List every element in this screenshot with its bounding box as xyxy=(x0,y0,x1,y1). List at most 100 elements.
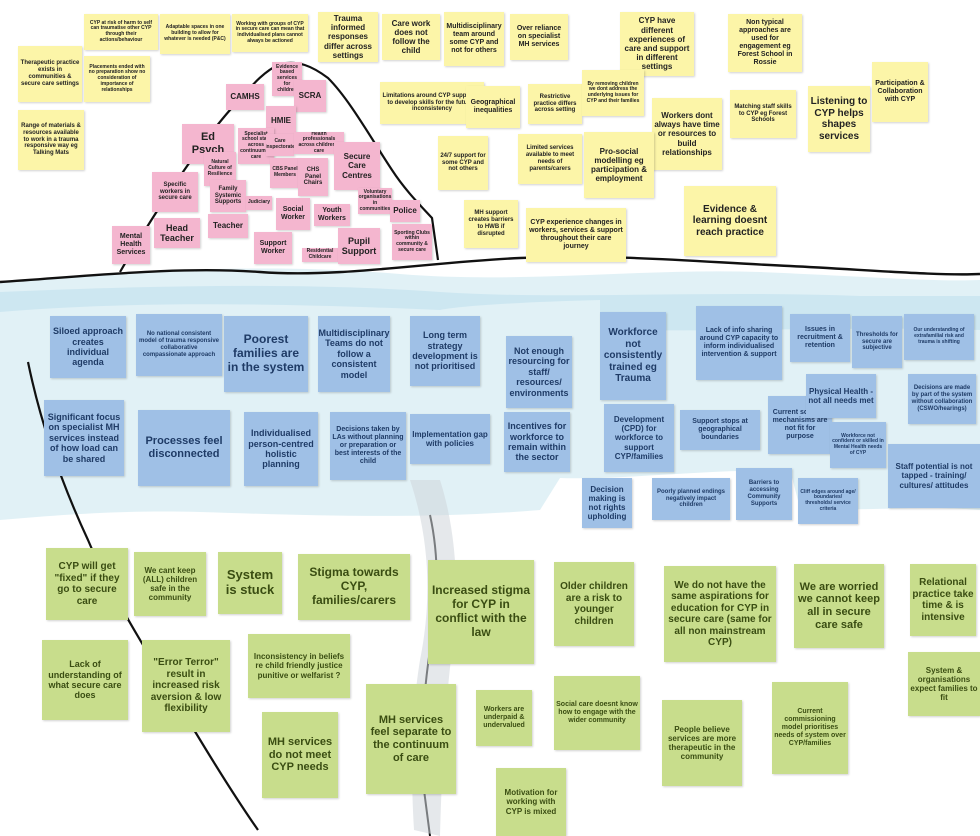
mindset-note-worried-secure[interactable]: We are worried we cannot keep all in sec… xyxy=(794,564,884,648)
surface-note-evidence-learning[interactable]: Evidence & learning doesnt reach practic… xyxy=(684,186,776,256)
structural-note-workforce-not-confident[interactable]: Workforce not confident or skilled in Me… xyxy=(830,422,886,468)
agency-note-mental-health-services[interactable]: Mental Health Services xyxy=(112,226,150,264)
surface-note-pro-social-modelling[interactable]: Pro-social modelling eg participation & … xyxy=(584,132,654,198)
surface-note-workers-dont-time[interactable]: Workers dont always have time or resourc… xyxy=(652,98,722,170)
structural-note-cliff-edges[interactable]: Cliff edges around age/ boundaries/ thre… xyxy=(798,478,858,524)
agency-note-youth-workers[interactable]: Youth Workers xyxy=(314,204,350,226)
structural-note-lack-info-sharing[interactable]: Lack of info sharing around CYP capacity… xyxy=(696,306,782,380)
structural-note-decisions-made[interactable]: Decisions are made by part of the system… xyxy=(908,374,976,424)
surface-note-trauma-informed[interactable]: Trauma informed responses differ across … xyxy=(318,12,378,62)
agency-note-health-professionals[interactable]: Health professionals across children's c… xyxy=(294,132,344,154)
surface-note-support-24-7[interactable]: 24/7 support for some CYP and not others xyxy=(438,136,488,190)
surface-note-text: Multidisciplinary team around some CYP a… xyxy=(446,22,502,55)
surface-note-text: Limited services available to meet needs… xyxy=(525,145,575,172)
structural-note-significant-focus[interactable]: Significant focus on specialist MH servi… xyxy=(44,400,124,476)
structural-note-decision-making[interactable]: Decision making is not rights upholding xyxy=(582,478,632,528)
structural-note-workforce-not-trained[interactable]: Workforce not consistently trained eg Tr… xyxy=(600,312,666,400)
structural-note-decisions-by-las[interactable]: Decisions taken by LAs without planning … xyxy=(330,412,406,480)
structural-note-physical-health[interactable]: Physical Health - not all needs met xyxy=(806,374,876,418)
mindset-note-text: System & organisations expect families t… xyxy=(910,665,978,703)
agency-note-cbs-panel-members[interactable]: CBS Panel Members xyxy=(270,158,300,188)
mindset-note-text: Current commissioning model prioritises … xyxy=(774,707,846,748)
mindset-note-people-believe[interactable]: People believe services are more therape… xyxy=(662,700,742,786)
mindset-note-cyp-fixed[interactable]: CYP will get "fixed" if they go to secur… xyxy=(46,548,128,620)
surface-note-non-typical-approaches[interactable]: Non typical approaches are used for enga… xyxy=(728,14,802,72)
mindset-note-motivation-mixed[interactable]: Motivation for working with CYP is mixed xyxy=(496,768,566,836)
surface-note-working-groups-cyp[interactable]: Working with groups of CYP in secure car… xyxy=(232,14,308,52)
structural-note-development-cpd[interactable]: Development (CPD) for workforce to suppo… xyxy=(604,404,674,472)
agency-note-pupil-support[interactable]: Pupil Support xyxy=(338,228,380,264)
surface-note-therapeutic-practice[interactable]: Therapeutic practice exists in communiti… xyxy=(18,46,82,102)
mindset-note-cant-keep-safe[interactable]: We cant keep (ALL) children safe in the … xyxy=(134,552,206,616)
mindset-note-older-children-risk[interactable]: Older children are a risk to younger chi… xyxy=(554,562,634,646)
structural-note-siloed-approach[interactable]: Siloed approach creates individual agend… xyxy=(50,316,126,378)
mindset-note-workers-underpaid[interactable]: Workers are underpaid & undervalued xyxy=(476,690,532,746)
structural-note-processes-disconnected[interactable]: Processes feel disconnected xyxy=(138,410,230,486)
agency-note-camhs[interactable]: CAMHS xyxy=(226,84,264,110)
surface-note-adaptable-spaces[interactable]: Adaptable spaces in one building to allo… xyxy=(160,14,230,54)
surface-note-care-work-follow[interactable]: Care work does not follow the child xyxy=(382,14,440,60)
mindset-note-stigma-cyp[interactable]: Stigma towards CYP, families/carers xyxy=(298,554,410,620)
surface-note-by-removing-children[interactable]: By removing children we dont address the… xyxy=(582,70,644,116)
structural-note-support-stops[interactable]: Support stops at geographical boundaries xyxy=(680,410,760,450)
structural-note-incentives-workforce[interactable]: Incentives for workforce to remain withi… xyxy=(504,412,570,472)
surface-note-geographical-inequalities[interactable]: Geographical inequalities xyxy=(466,86,520,128)
agency-note-specific-workers-secure[interactable]: Specific workers in secure care xyxy=(152,172,198,212)
agency-note-head-teacher[interactable]: Head Teacher xyxy=(154,218,200,248)
agency-note-sporting-clubs[interactable]: Sporting Clubs within community & secure… xyxy=(392,224,432,260)
mindset-note-system-stuck[interactable]: System is stuck xyxy=(218,552,282,614)
mindset-note-mh-separate[interactable]: MH services feel separate to the continu… xyxy=(366,684,456,794)
agency-note-chs-panel-chairs[interactable]: CHS Panel Chairs xyxy=(298,158,328,196)
surface-note-placements-ended[interactable]: Placements ended with no preparation sho… xyxy=(84,56,150,102)
mindset-note-relational-practice[interactable]: Relational practice take time & is inten… xyxy=(910,564,976,636)
surface-note-limited-services[interactable]: Limited services available to meet needs… xyxy=(518,134,582,184)
structural-note-individualised-planning[interactable]: Individualised person-centred holistic p… xyxy=(244,412,318,486)
agency-note-hmie[interactable]: HMIE xyxy=(266,106,296,136)
structural-note-poorly-planned-endings[interactable]: Poorly planned endings negatively impact… xyxy=(652,478,730,520)
surface-note-cyp-experience-changes[interactable]: CYP experience changes in workers, servi… xyxy=(526,208,626,262)
structural-note-our-understanding[interactable]: Our understanding of extrafamilial risk … xyxy=(904,314,974,360)
agency-note-residential-childcare[interactable]: Residential Childcare xyxy=(302,248,338,262)
structural-note-multidisciplinary-teams[interactable]: Multidisciplinary Teams do not follow a … xyxy=(318,316,390,392)
structural-note-issues-recruitment[interactable]: Issues in recruitment & retention xyxy=(790,314,850,362)
structural-note-poorest-families[interactable]: Poorest families are in the system xyxy=(224,316,308,392)
structural-note-no-national-model[interactable]: No national consistent model of trauma r… xyxy=(136,314,222,376)
mindset-note-inconsistency-beliefs[interactable]: Inconsistency in beliefs re child friend… xyxy=(248,634,350,698)
structural-note-not-enough-resourcing[interactable]: Not enough resourcing for staff/ resourc… xyxy=(506,336,572,408)
agency-note-teacher[interactable]: Teacher xyxy=(208,214,248,238)
surface-note-cyp-at-risk-harm[interactable]: CYP at risk of harm to self can traumati… xyxy=(84,14,158,50)
agency-note-police[interactable]: Police xyxy=(390,200,420,222)
surface-note-over-reliance[interactable]: Over reliance on specialist MH services xyxy=(510,14,568,60)
mindset-note-increased-stigma[interactable]: Increased stigma for CYP in conflict wit… xyxy=(428,560,534,664)
mindset-note-social-care-engage[interactable]: Social care doesnt know how to engage wi… xyxy=(554,676,640,750)
agency-note-text: Pupil Support xyxy=(341,235,377,256)
mindset-note-system-organisations[interactable]: System & organisations expect families t… xyxy=(908,652,980,716)
mindset-note-mh-do-not-meet[interactable]: MH services do not meet CYP needs xyxy=(262,712,338,798)
agency-note-care-inspectorate[interactable]: Care Inspectorate xyxy=(266,134,294,156)
agency-note-evidence-based[interactable]: Evidence based services for children xyxy=(272,62,302,96)
surface-note-matching-staff-skills[interactable]: Matching staff skills to CYP eg Forest S… xyxy=(730,90,796,138)
agency-note-secure-care-centres[interactable]: Secure Care Centres xyxy=(334,142,380,190)
surface-note-restrictive-practice[interactable]: Restrictive practice differs across sett… xyxy=(528,84,582,124)
structural-note-thresholds-secure[interactable]: Thresholds for secure are subjective xyxy=(852,316,902,368)
surface-note-multidisciplinary-team[interactable]: Multidisciplinary team around some CYP a… xyxy=(444,12,504,66)
agency-note-family-systemic[interactable]: Family Systemic Supports xyxy=(210,180,246,212)
structural-note-implementation-gap[interactable]: Implementation gap with policies xyxy=(410,414,490,464)
agency-note-judiciary[interactable]: Judiciary xyxy=(246,196,272,210)
structural-note-barriers-community[interactable]: Barriers to accessing Community Supports xyxy=(736,468,792,520)
structural-note-staff-potential[interactable]: Staff potential is not tapped - training… xyxy=(888,444,980,508)
mindset-note-error-terror[interactable]: "Error Terror" result in increased risk … xyxy=(142,640,230,732)
agency-note-support-worker[interactable]: Support Worker xyxy=(254,232,292,264)
surface-note-mh-support-barriers[interactable]: MH support creates barriers to HWB if di… xyxy=(464,200,518,248)
surface-note-participation-collab[interactable]: Participation & Collaboration with CYP xyxy=(872,62,928,122)
agency-note-social-worker[interactable]: Social Worker xyxy=(276,198,310,230)
structural-note-long-term-strategy[interactable]: Long term strategy development is not pr… xyxy=(410,316,480,386)
agency-note-voluntary-orgs[interactable]: Voluntary organisations in communities xyxy=(358,188,392,214)
mindset-note-lack-understanding[interactable]: Lack of understanding of what secure car… xyxy=(42,640,128,720)
surface-note-listening-cyp[interactable]: Listening to CYP helps shapes services xyxy=(808,86,870,152)
surface-note-range-materials[interactable]: Range of materials & resources available… xyxy=(18,110,84,170)
mindset-note-same-aspirations[interactable]: We do not have the same aspirations for … xyxy=(664,566,776,662)
agency-note-scra[interactable]: SCRA xyxy=(294,80,326,112)
surface-note-different-experiences[interactable]: CYP have different experiences of care a… xyxy=(620,12,694,76)
mindset-note-current-commissioning[interactable]: Current commissioning model prioritises … xyxy=(772,682,848,774)
